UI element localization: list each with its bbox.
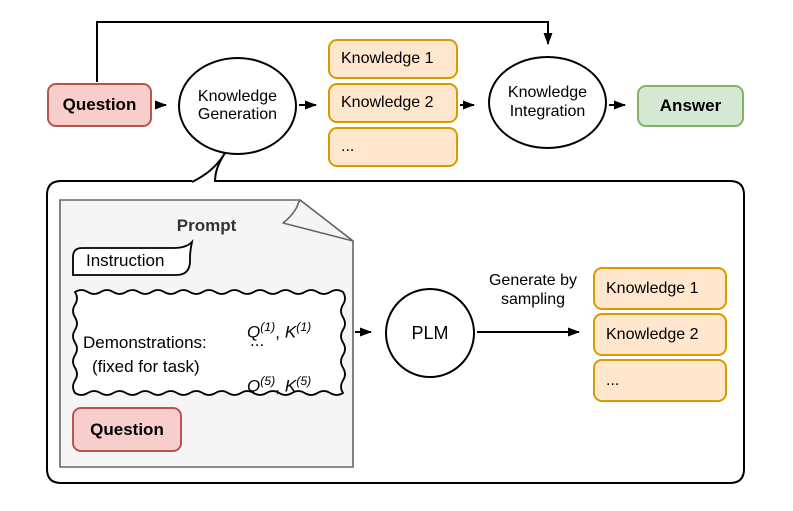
generate-by-sampling-label: Generate by sampling	[488, 272, 578, 309]
callout-tail	[191, 152, 226, 183]
demonstrations-label: Demonstrations:	[83, 333, 207, 352]
demonstrations-wavy-border	[72, 289, 346, 396]
pair-separator: ,	[275, 322, 280, 342]
plm-circle: PLM	[385, 288, 475, 378]
prompt-question-box: Question	[72, 407, 182, 452]
k5-symbol: K	[284, 376, 297, 396]
knowledge-box-more: ...	[328, 127, 458, 167]
demonstrations-note: (fixed for task)	[92, 357, 200, 376]
generated-knowledge-box-1: Knowledge 1	[593, 267, 727, 310]
k1-symbol: K	[284, 322, 297, 342]
demo-pair-1: Q(1),K(1)	[247, 300, 311, 343]
knowledge-generation-ellipse: Knowledge Generation	[178, 57, 297, 155]
q5-symbol: Q	[247, 376, 261, 396]
k5-superscript: (5)	[296, 374, 312, 388]
knowledge-box-1: Knowledge 1	[328, 39, 458, 79]
k1-superscript: (1)	[296, 320, 312, 334]
knowledge-box-2: Knowledge 2	[328, 83, 458, 123]
demonstrations-ellipsis: ...	[250, 331, 265, 350]
prompt-title: Prompt	[176, 216, 237, 235]
callout-container-outline	[46, 180, 745, 484]
question-box: Question	[47, 83, 152, 127]
generated-knowledge-box-more: ...	[593, 359, 727, 402]
generated-knowledge-box-2: Knowledge 2	[593, 313, 727, 356]
instruction-shape	[72, 239, 194, 276]
answer-box: Answer	[637, 85, 744, 127]
q1-symbol: Q	[247, 322, 261, 342]
prompt-panel-fold	[282, 199, 354, 242]
demo-pair-5: Q(5),K(5)	[247, 354, 311, 397]
q5-superscript: (5)	[260, 374, 276, 388]
instruction-label: Instruction	[86, 251, 165, 270]
q1-superscript: (1)	[260, 320, 276, 334]
pair-separator: ,	[275, 376, 280, 396]
knowledge-integration-ellipse: Knowledge Integration	[488, 56, 607, 149]
skip-connection-arrow	[96, 21, 553, 82]
